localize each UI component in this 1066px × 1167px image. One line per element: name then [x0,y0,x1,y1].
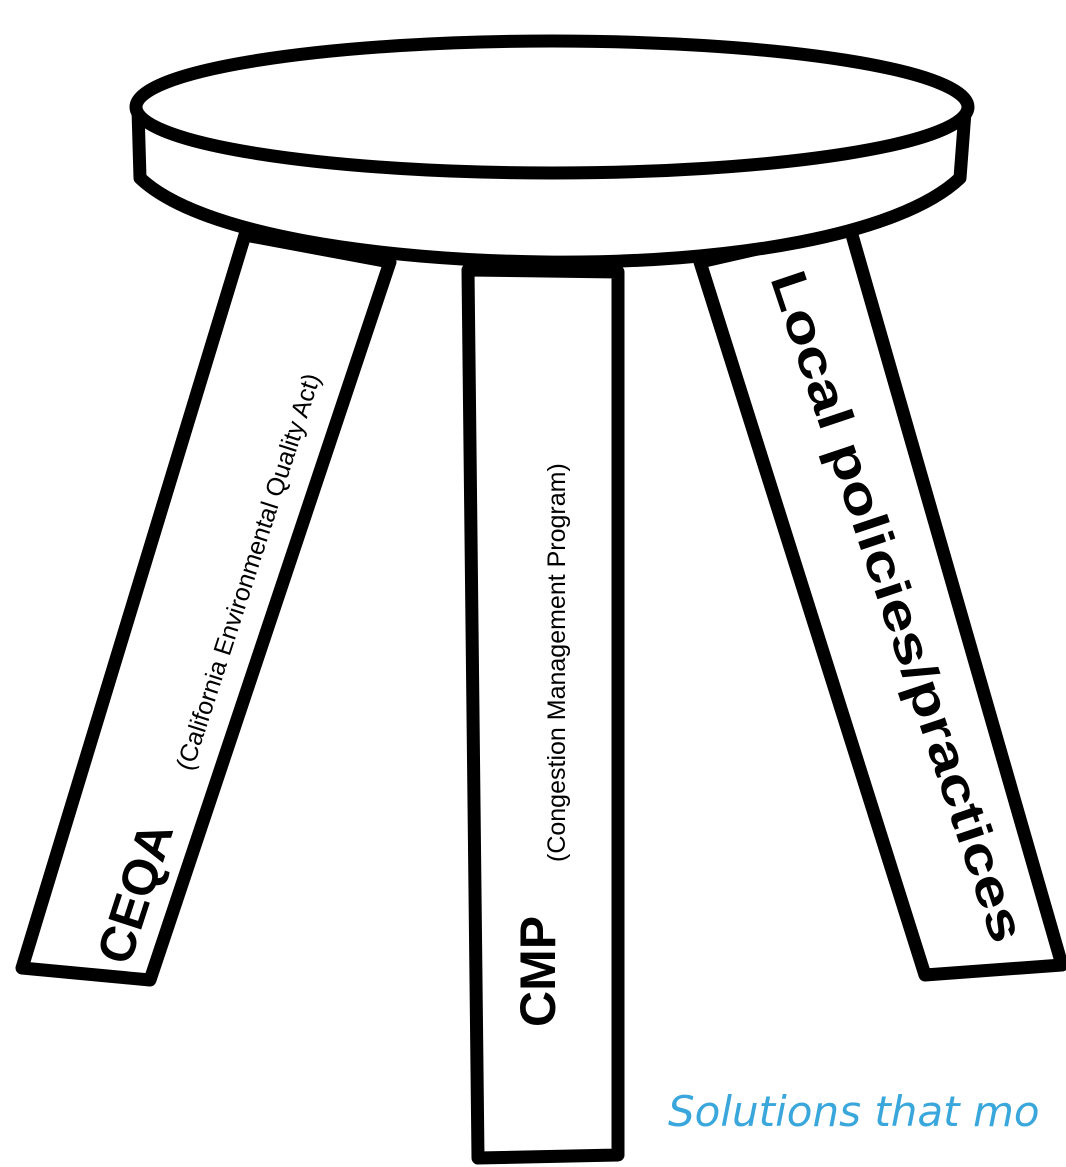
stool-seat-top [129,34,975,180]
stool-leg-center [461,263,625,1165]
cmp-full-name: (Congestion Management Program) [543,463,571,862]
stool-leg-left [15,228,397,987]
cmp-label: CMP [510,916,566,1027]
tagline-text: Solutions that mo [668,1087,1040,1136]
